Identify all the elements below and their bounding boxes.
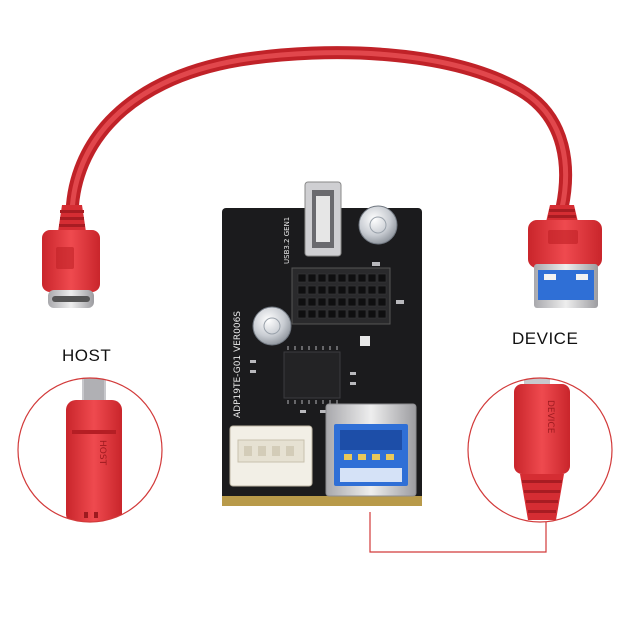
pin-header <box>291 267 391 325</box>
device-zoom-circle: DEVICE <box>467 377 613 523</box>
device-callout-line <box>369 512 547 553</box>
controller-chip <box>283 346 341 404</box>
capacitor-left <box>252 306 292 346</box>
board-header-text: USB3.2 GEN1 <box>283 217 291 264</box>
svg-text:DEVICE: DEVICE <box>545 400 555 434</box>
host-zoom-circle: HOST <box>17 377 163 523</box>
usb-a-port <box>325 403 417 497</box>
device-label: DEVICE <box>512 329 579 348</box>
host-label: HOST <box>62 346 112 365</box>
pcb-board: ADP19TE-G01 VER006S USB3.2 GEN1 <box>222 181 422 506</box>
svg-text:HOST: HOST <box>97 440 107 466</box>
power-connector <box>229 425 313 487</box>
usb-c-plug <box>42 205 100 308</box>
board-model-text: ADP19TE-G01 VER006S <box>233 311 243 418</box>
capacitor-top <box>358 205 398 245</box>
usb-a-plug <box>528 205 602 308</box>
